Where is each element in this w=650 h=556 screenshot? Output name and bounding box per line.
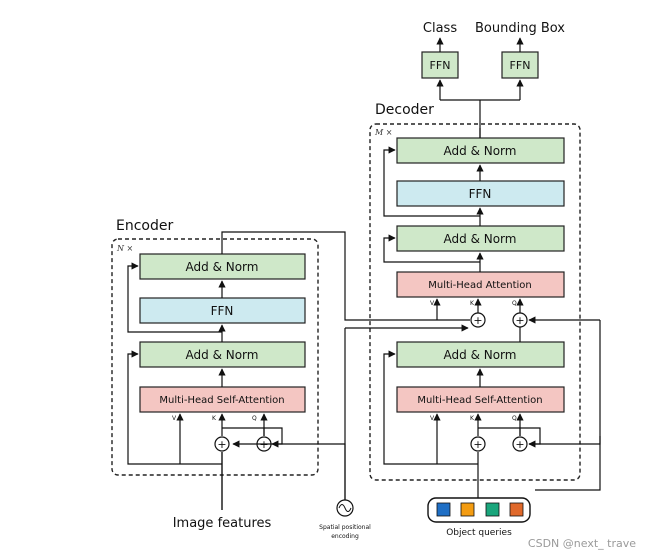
decoder-add-norm-2-label: Add & Norm (444, 232, 517, 246)
decoder-cross-attention-label: Multi-Head Attention (428, 280, 532, 291)
decoder-self-attention-label: Multi-Head Self-Attention (417, 395, 542, 406)
encoder-ffn (139, 297, 306, 324)
decoder-self-q-plus-icon (512, 436, 528, 452)
query-1 (436, 502, 451, 517)
encoder-add-norm-2 (139, 253, 306, 280)
object-queries-label: Object queries (446, 528, 512, 538)
decoder-self-v-label: V (430, 415, 435, 422)
encoder-k-plus-symbol: + (217, 438, 226, 451)
spatial-positional-label: Spatial positional (319, 524, 371, 531)
object-queries-container (427, 497, 531, 523)
encoder-block (111, 238, 319, 476)
encoder-add-norm-1 (139, 341, 306, 368)
class-label: Class (423, 21, 457, 36)
decoder-cross-k-plus-icon (470, 312, 486, 328)
decoder-self-q-plus-symbol: + (515, 438, 524, 451)
decoder-block (369, 123, 581, 481)
decoder-cross-v-label: V (430, 300, 435, 307)
bbox-ffn-box (501, 51, 539, 79)
encoder-title: Encoder (116, 218, 173, 234)
class-ffn-label: FFN (430, 59, 451, 72)
decoder-cross-k-label: K (470, 300, 475, 307)
encoder-self-attention-label: Multi-Head Self-Attention (159, 395, 284, 406)
query-4 (509, 502, 524, 517)
encoder-k-plus-icon (214, 436, 230, 452)
encoder-q-label: Q (252, 415, 257, 422)
decoder-add-norm-3 (396, 137, 565, 164)
decoder-repeat: M × (374, 128, 392, 137)
decoder-add-norm-1-label: Add & Norm (444, 348, 517, 362)
encoder-add-norm-1-label: Add & Norm (186, 348, 259, 362)
decoder-self-k-plus-icon (470, 436, 486, 452)
bounding-box-label: Bounding Box (475, 21, 565, 36)
watermark: CSDN @next_ trave (527, 537, 636, 550)
encoder-add-norm-2-label: Add & Norm (186, 260, 259, 274)
decoder-cross-q-label: Q (512, 300, 517, 307)
decoder-add-norm-1 (396, 341, 565, 368)
decoder-self-k-plus-symbol: + (473, 438, 482, 451)
image-features-label: Image features (173, 516, 272, 531)
decoder-add-norm-3-label: Add & Norm (444, 144, 517, 158)
encoder-self-attention (139, 386, 306, 413)
query-3 (485, 502, 500, 517)
decoder-cross-attention (396, 271, 565, 298)
encoding-label: encoding (331, 533, 359, 540)
encoder-ffn-label: FFN (211, 304, 234, 318)
decoder-cross-k-plus-symbol: + (473, 314, 482, 327)
query-2 (460, 502, 475, 517)
bbox-ffn-label: FFN (510, 59, 531, 72)
decoder-ffn-label: FFN (469, 187, 492, 201)
decoder-ffn (396, 180, 565, 207)
encoder-k-label: K (212, 415, 217, 422)
decoder-title: Decoder (375, 102, 434, 118)
decoder-self-attention (396, 386, 565, 413)
class-ffn-box (421, 51, 459, 79)
encoder-v-label: V (172, 415, 177, 422)
decoder-self-k-label: K (470, 415, 475, 422)
decoder-add-norm-2 (396, 225, 565, 252)
encoder-repeat: N × (116, 244, 133, 253)
decoder-self-q-label: Q (512, 415, 517, 422)
decoder-cross-q-plus-symbol: + (515, 314, 524, 327)
